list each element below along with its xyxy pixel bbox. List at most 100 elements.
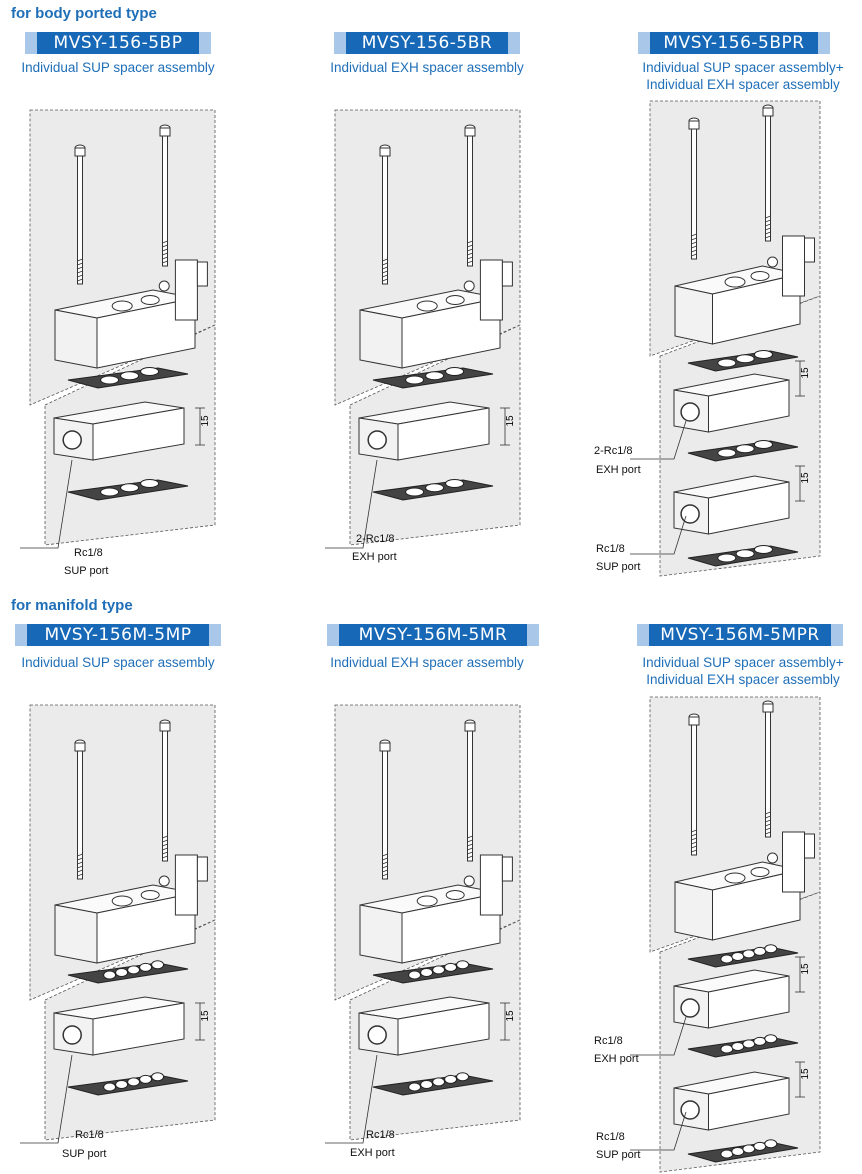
gasket-hole [764,1139,778,1149]
bolt-head [464,722,476,732]
bolt-thread [467,851,473,855]
bolt-shaft [467,135,473,267]
assembly-svg: 15 [20,704,216,1144]
bolt-shaft [691,128,697,260]
port-hole [680,504,700,524]
dimension-value: 15 [200,415,211,427]
port-hole [367,430,387,450]
bolt-thread [382,258,388,262]
bolt-shaft [691,724,697,856]
leader-line [325,1054,378,1144]
bolt-shaft [382,155,388,285]
port-name-5mr: EXH port [350,1147,395,1159]
port-size-5mp: Rc1/8 [75,1129,104,1141]
bolt-thread [467,252,473,256]
bolt-thread [162,244,168,248]
gasket-hole [735,354,755,364]
bolt-thread [691,837,697,841]
assembly-svg: 15 [325,109,521,549]
port-hole [62,430,82,450]
solenoid-connector [196,261,208,287]
dimension-value: 15 [800,367,811,379]
valve-port [416,895,438,907]
manual-override [158,875,170,887]
bolt-head [688,120,700,130]
bolt-thread [765,831,771,835]
solenoid [782,235,805,297]
bolt-thread [467,843,473,847]
solenoid [174,259,198,321]
assembly-drawing-5mr: 15 [325,695,555,1170]
gasket-hole [103,1082,117,1092]
bolt-shaft [765,115,771,242]
leader-line [630,420,687,460]
gasket-hole [720,1044,734,1054]
bolt-thread [77,861,83,865]
gasket-hole [151,1072,165,1082]
bolt-thread [691,841,697,845]
bolt-shaft [77,155,83,285]
port-size-5mpr-sup: Rc1/8 [596,1131,625,1143]
assembly-drawing-5mp: 15 [20,695,250,1170]
model-label-5bpr: MVSY-156-5BPR [638,32,830,54]
port-hole [680,1100,700,1120]
bolt-thread [382,266,388,270]
bolt-thread [765,827,771,831]
gasket-hole [764,1034,778,1044]
gasket-hole [742,1144,756,1154]
gasket-hole [456,960,470,970]
subtitle-5bp: Individual SUP spacer assembly [21,60,215,75]
gasket-hole [127,1077,141,1087]
valve-side [96,297,196,369]
bolt-head [74,147,86,157]
bolt-thread [467,244,473,248]
gasket-hole [445,366,465,376]
gasket-hole [408,1082,422,1092]
gasket-hole [731,1041,745,1051]
bolt-head [159,127,171,137]
assembly-svg: 15 [325,704,521,1144]
bolt-thread [382,865,388,869]
dimension-value: 15 [200,1010,211,1022]
valve-side [712,273,801,345]
gasket-hole [140,366,160,376]
valve-port [750,271,770,281]
port-name-5mpr-exh: EXH port [594,1053,639,1065]
port-name-5mp: SUP port [62,1148,107,1160]
gasket-hole [735,444,755,454]
dimension-value: 15 [800,472,811,484]
solenoid [479,854,503,916]
bolt-thread [691,233,697,237]
valve-port [111,300,133,312]
solenoid-connector [804,237,815,263]
valve-side [712,869,801,941]
bolt-thread [467,847,473,851]
gasket-hole [405,487,425,497]
assembly-svg: 15 [20,109,216,549]
bolt-thread [382,278,388,282]
bolt-thread [162,248,168,252]
bolt-thread [765,215,771,219]
bolt-thread [467,835,473,839]
dimension-value: 15 [505,415,516,427]
bolt-thread [162,851,168,855]
manual-override [463,875,475,887]
bolt-thread [382,873,388,877]
spacer-side [397,407,490,461]
bolt-head [379,742,391,752]
gasket-hole [444,1074,458,1084]
port-hole [367,1025,387,1045]
bolt-thread [77,857,83,861]
bolt-thread [467,248,473,252]
bolt-thread [691,829,697,833]
gasket-hole [127,965,141,975]
bolt-thread [77,258,83,262]
port-name-5bpr-sup: SUP port [596,561,641,573]
gasket-hole [717,448,737,458]
bolt-shaft [162,135,168,267]
valve-port [724,276,746,288]
bolt-thread [77,865,83,869]
solenoid-connector [804,833,815,859]
